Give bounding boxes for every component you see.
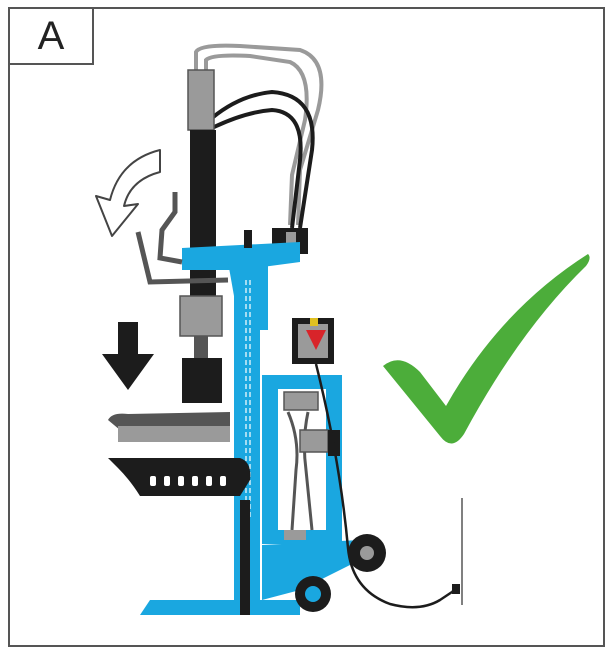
blue-frame [140,230,360,615]
checkmark-icon [383,254,590,444]
wheel-small [295,576,331,612]
curved-arrow-icon [95,149,161,237]
down-arrow-icon [102,322,154,390]
column-rail [240,500,250,615]
black-hoses [210,89,315,229]
panel-label: A [8,7,94,65]
log-tray [108,412,230,442]
pump-unit [292,318,334,364]
lever-arm [135,192,229,285]
wheel-large [348,534,386,572]
power-plug-icon [452,584,460,594]
hydraulic-cylinder [179,69,223,403]
plug-icon [306,330,326,350]
splitting-table [108,458,251,496]
